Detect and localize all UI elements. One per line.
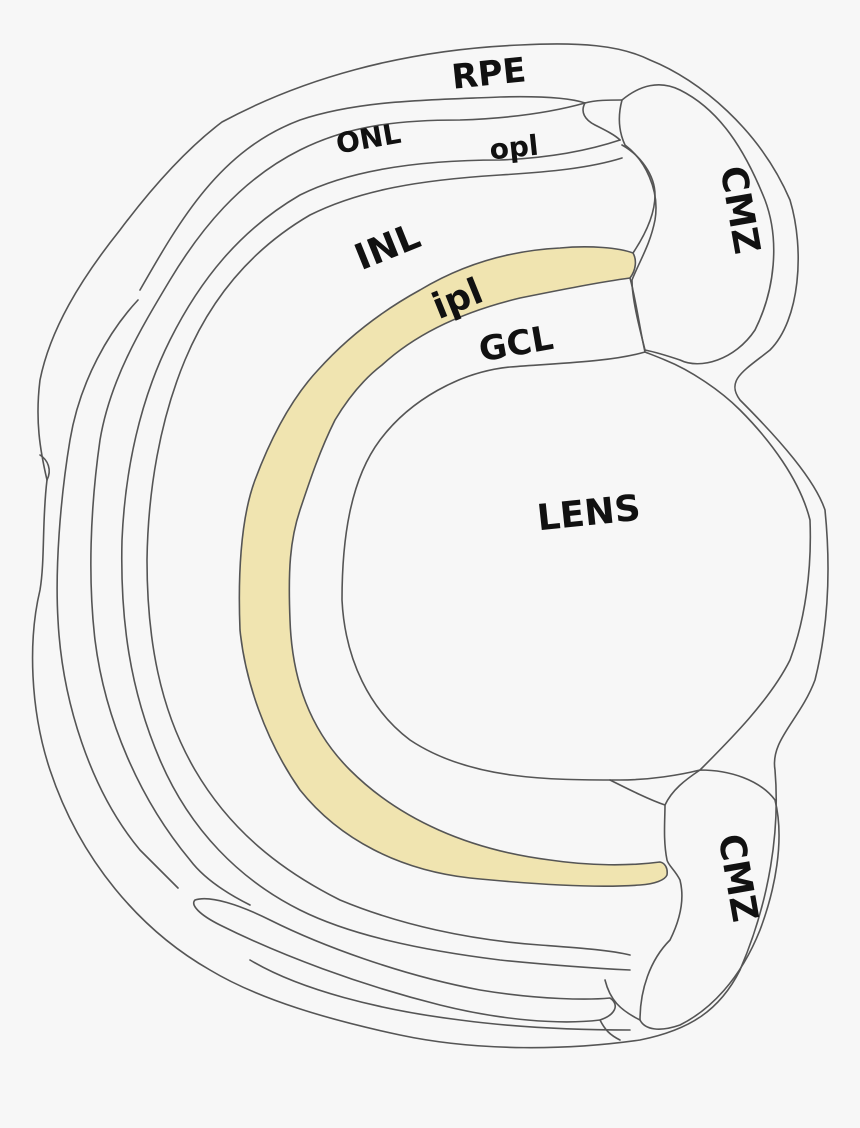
label-onl: ONL: [333, 117, 403, 161]
cmz-top-connector-1: [584, 99, 623, 104]
rpe-outer-inner-edge: [56, 299, 179, 889]
left-notch: [39, 454, 50, 481]
lens-boundary: [341, 351, 812, 781]
cmz-bottom-connector: [609, 779, 666, 806]
label-inl: INL: [349, 216, 426, 279]
outer-boundary: [31, 43, 829, 1049]
label-opl: opl: [488, 129, 540, 167]
gcl-right-edge: [629, 277, 646, 353]
ipl-band: [238, 246, 668, 887]
label-lens: LENS: [535, 488, 642, 540]
opl-line: [120, 139, 631, 971]
bottom-strip-1: [193, 897, 616, 1023]
label-rpe: RPE: [450, 50, 528, 98]
rpe-inner-edge: [139, 95, 586, 291]
onl-outer-edge: [90, 102, 586, 906]
label-gcl: GCL: [476, 318, 556, 370]
cmz-top-connector-2: [582, 102, 621, 141]
inl-outer-edge: [146, 157, 631, 956]
label-cmz-bottom: CMZ: [709, 831, 765, 925]
inl-right-edge: [621, 144, 656, 254]
label-cmz-top: CMZ: [711, 163, 767, 257]
bottom-strip-3: [599, 1019, 621, 1041]
cmz-bottom-inner-line: [604, 979, 641, 1021]
cmz-top-boundary: [618, 84, 775, 365]
bottom-strip-2: [249, 959, 631, 1031]
